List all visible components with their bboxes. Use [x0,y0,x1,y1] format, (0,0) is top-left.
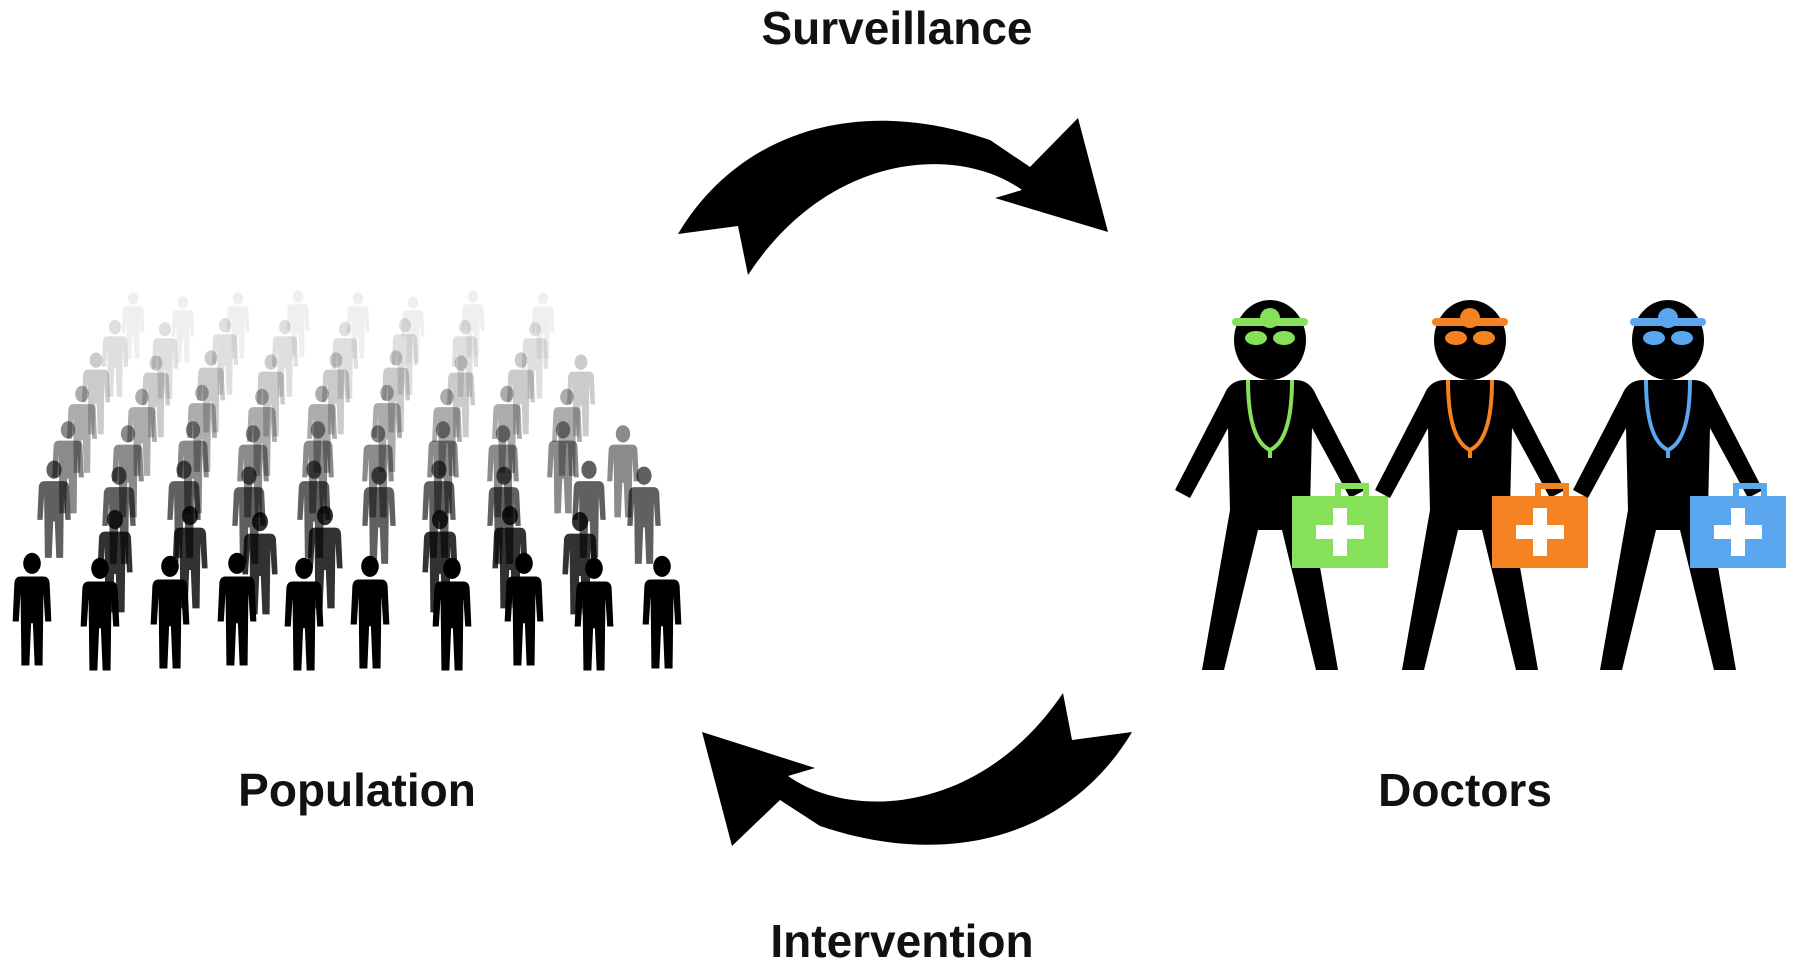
intervention-arrow [702,693,1132,846]
head-mirror-icon [1232,308,1308,345]
stethoscope-icon [1246,379,1294,458]
label-intervention: Intervention [770,915,1033,965]
stethoscope-icon [1644,379,1692,458]
medical-kit-icon [1690,483,1786,568]
surveillance-arrow [678,118,1108,275]
head-mirror-icon [1432,308,1508,345]
curved-arrow-icon [678,118,1108,275]
label-doctors: Doctors [1378,764,1552,816]
doctors-group [1175,300,1786,670]
stethoscope-icon [1446,379,1494,458]
medical-kit-icon [1492,483,1588,568]
curved-arrow-icon [702,693,1132,846]
medical-kit-icon [1292,483,1388,568]
doctor-figure [1375,300,1588,670]
doctor-figure [1573,300,1786,670]
label-population: Population [238,764,476,816]
label-surveillance: Surveillance [761,2,1032,54]
head-mirror-icon [1630,308,1706,345]
population-crowd [12,290,682,671]
doctor-figure [1175,300,1388,670]
